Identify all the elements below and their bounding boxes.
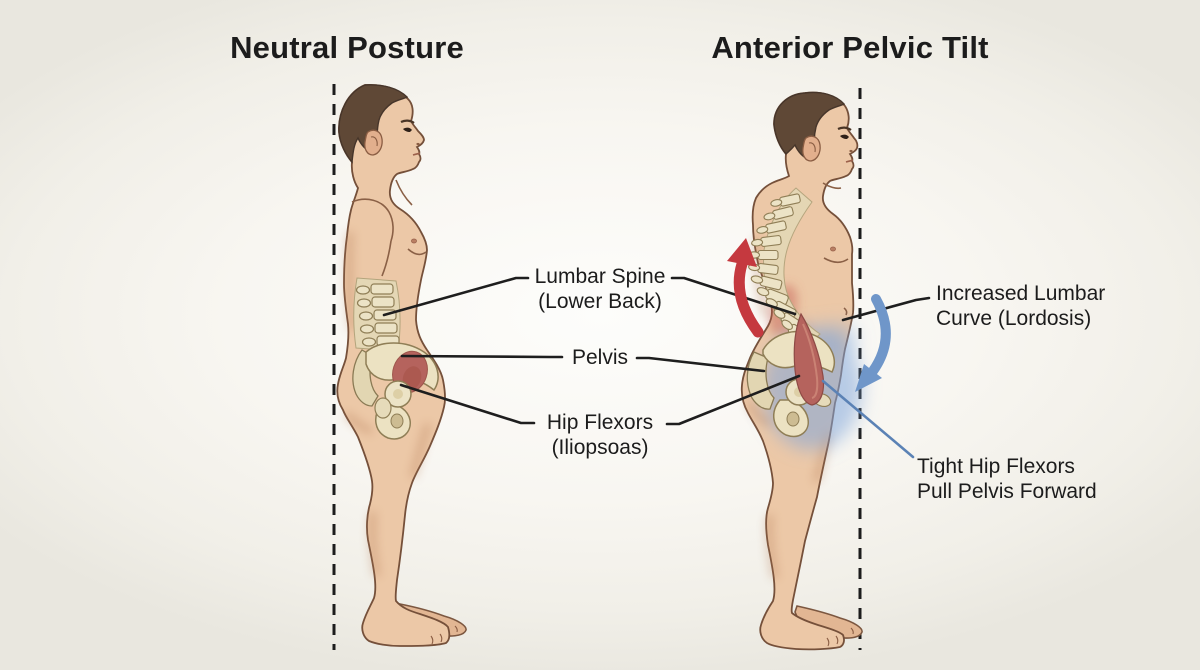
apt-nostril: [849, 149, 853, 153]
neutral-nipple: [411, 238, 417, 244]
tight-hip-connector-line: [821, 379, 915, 459]
apt-nipple: [830, 246, 836, 252]
tight-hip-flexors-label-line1: Tight Hip Flexors: [917, 455, 1075, 478]
increased-lumbar-curve-label-line1: Increased Lumbar: [936, 282, 1106, 305]
neutral-nostril: [416, 142, 420, 146]
neutral-eye: [403, 127, 412, 132]
neutral-toe-lines: [430, 625, 458, 645]
neutral-mouth: [412, 152, 421, 156]
neutral-shading: [343, 231, 431, 577]
lumbar-left-connector-line: [382, 276, 530, 317]
pelvis-left-connector-line: [400, 354, 564, 359]
apt-toe-lines: [826, 627, 854, 647]
apt-tight-hip-flexor-muscle: [793, 312, 825, 406]
hip-left-connector-line: [399, 383, 536, 425]
pelvis-right-connector-line: [635, 356, 766, 373]
hip-flexors-label: Hip Flexors (Iliopsoas): [505, 410, 695, 460]
neutral-ear: [364, 129, 383, 156]
increased-lumbar-curve-label: Increased Lumbar Curve (Lordosis): [936, 281, 1166, 331]
apt-torso-lines: [822, 182, 849, 316]
connector-lines: [382, 276, 931, 426]
lordosis-connector-line: [841, 296, 931, 322]
apt-ear: [802, 135, 821, 162]
neutral-ear-inner: [370, 136, 378, 147]
apt-eyebrow: [837, 126, 852, 131]
apt-eye: [840, 134, 849, 139]
hip-flexors-label-line1: Hip Flexors: [546, 411, 654, 434]
hip-flexors-label-line2: (Iliopsoas): [551, 436, 649, 459]
pelvic-tilt-arrow-icon: [855, 294, 891, 392]
anterior-pelvic-tilt-title: Anterior Pelvic Tilt: [711, 30, 989, 65]
apt-mouth: [845, 159, 854, 163]
lumbar-spine-label-line1: Lumbar Spine: [534, 265, 666, 288]
neutral-figure: [336, 84, 467, 647]
lumbar-right-connector-line: [670, 276, 797, 316]
increased-lumbar-curve-label-line2: Curve (Lordosis): [936, 307, 1092, 330]
neutral-eyebrow: [400, 119, 415, 124]
tight-hip-flexors-label-line2: Pull Pelvis Forward: [917, 480, 1097, 503]
hip-right-connector-line: [665, 374, 801, 426]
lumbar-spine-label-line2: (Lower Back): [538, 290, 662, 313]
apt-ear-inner: [808, 142, 816, 153]
neutral-arm-lines: [351, 179, 427, 277]
neutral-lumbar-spine: [353, 277, 401, 352]
lumbar-extension-arrow-icon: [727, 238, 764, 338]
pelvis-label-text: Pelvis: [571, 346, 629, 369]
pelvis-label: Pelvis: [505, 345, 695, 370]
neutral-posture-title: Neutral Posture: [230, 30, 464, 65]
tight-hip-flexors-label: Tight Hip Flexors Pull Pelvis Forward: [917, 454, 1157, 504]
lumbar-spine-label: Lumbar Spine (Lower Back): [505, 264, 695, 314]
